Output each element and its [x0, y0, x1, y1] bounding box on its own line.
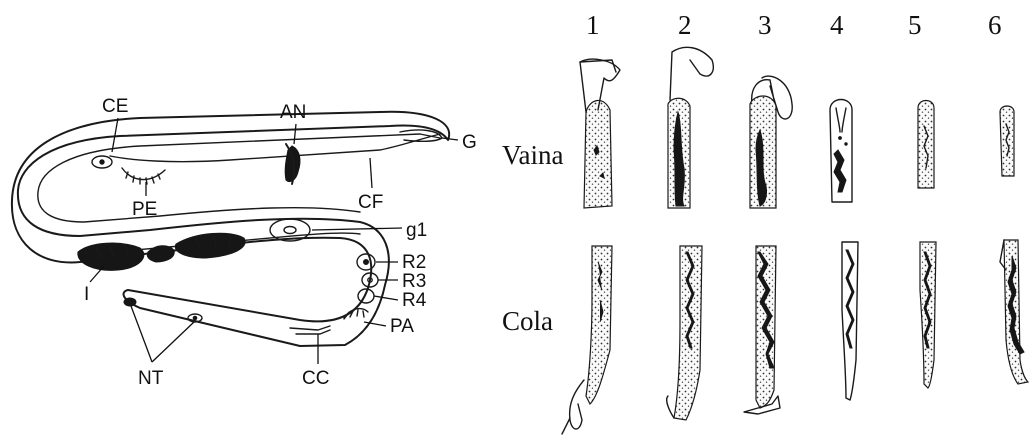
tail-cell-1: [124, 298, 136, 306]
column-number-1: 1: [586, 10, 600, 40]
cephalic-cell-nucleus: [100, 160, 104, 164]
label-cf: CF: [358, 192, 383, 213]
rectal-cell-r2-nucleus: [364, 260, 369, 265]
label-g: G: [462, 132, 477, 153]
label-an: AN: [280, 102, 306, 123]
row-label-sheath: Vaina: [502, 140, 563, 170]
caudal-cell: [290, 326, 330, 334]
label-g1: g1: [406, 220, 427, 241]
label-i: I: [84, 284, 89, 305]
leader-g: [442, 138, 458, 140]
tail-stage-6: [1000, 240, 1028, 384]
sheath-stage-1: [580, 59, 620, 208]
tail-stage-1: [562, 246, 612, 434]
nerve-ring: [285, 146, 300, 182]
leader-an: [294, 124, 296, 144]
genital-primordium-inner: [284, 227, 296, 234]
label-cc: CC: [302, 368, 329, 389]
genital-primordium: [270, 219, 310, 241]
excretory-pore-teeth: [126, 172, 160, 184]
column-number-5: 5: [908, 10, 922, 40]
row-label-tail: Cola: [502, 306, 553, 336]
leader-cf: [370, 158, 372, 188]
leader-nt: [131, 306, 194, 362]
sheath-stage-5: [918, 101, 934, 189]
leader-ce: [112, 118, 118, 152]
leader-g1: [312, 228, 402, 230]
tail-stage-5: [920, 242, 936, 388]
column-number-3: 3: [758, 10, 772, 40]
anal-pore-teeth: [344, 310, 364, 319]
label-r3: R3: [402, 271, 426, 292]
larva-drawing: CE AN G PE CF g1 R2 R3 R4 I PA NT CC: [12, 96, 477, 389]
intestine-mass-3: [175, 233, 245, 258]
tail-stage-3: [744, 246, 780, 414]
tail-cell-2-nucleus: [193, 316, 197, 320]
sheath-stage-6: [1000, 106, 1014, 176]
sheath-stage-4: [830, 100, 852, 203]
label-ce: CE: [102, 96, 128, 117]
sheath-stage-3: [750, 76, 792, 208]
column-number-2: 2: [678, 10, 692, 40]
stages-panel: 1 2 3 4 5 6 Vaina Cola: [502, 10, 1028, 434]
column-number-6: 6: [988, 10, 1002, 40]
leader-r4: [374, 296, 398, 300]
label-nt: NT: [138, 368, 164, 389]
tail-stage-4: [842, 242, 858, 400]
label-r2: R2: [402, 252, 426, 273]
label-r4: R4: [402, 290, 427, 311]
label-pe: PE: [132, 199, 157, 220]
sheath-stage-2: [668, 47, 713, 208]
larva-esophagus-filament: [110, 134, 440, 162]
column-number-4: 4: [830, 10, 844, 40]
tail-stage-2: [667, 246, 702, 420]
label-pa: PA: [390, 316, 414, 337]
